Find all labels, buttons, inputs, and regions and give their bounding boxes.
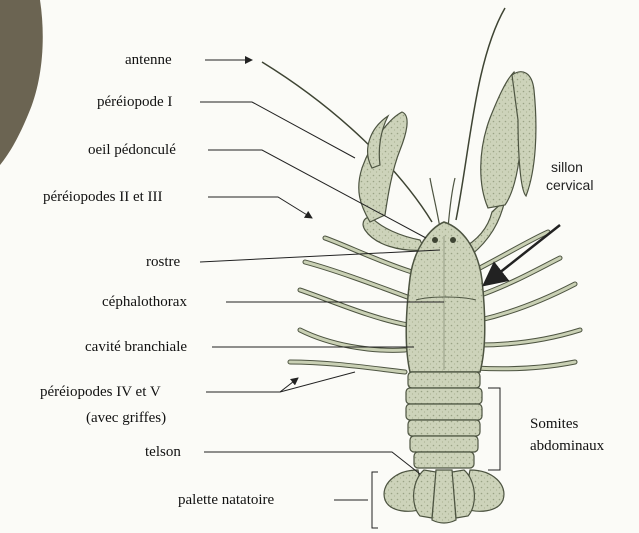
- label-somites: Somites: [530, 415, 578, 433]
- label-cavite-branchiale: cavité branchiale: [85, 338, 187, 356]
- bracket-palette: [372, 472, 378, 528]
- label-rostre: rostre: [146, 253, 180, 271]
- leader-pereiopodes-2-3: [208, 197, 312, 218]
- bracket-somites: [488, 388, 500, 470]
- label-abdominaux: abdominaux: [530, 437, 604, 455]
- label-pereiopode-1: péréiopode I: [97, 93, 172, 111]
- label-pereiopodes-4-5: péréiopodes IV et V: [40, 383, 161, 401]
- label-antenne: antenne: [125, 51, 172, 69]
- label-cephalothorax: céphalothorax: [102, 293, 187, 311]
- leader-rostre: [200, 250, 440, 262]
- label-avec-griffes: (avec griffes): [86, 409, 166, 427]
- leader-sillon: [484, 225, 560, 285]
- label-pereiopodes-2-3: péréiopodes II et III: [43, 188, 163, 206]
- label-palette-natatoire: palette natatoire: [178, 491, 274, 509]
- label-cervical: cervical: [546, 176, 593, 194]
- leader-oeil: [208, 150, 426, 238]
- label-telson: telson: [145, 443, 181, 461]
- leader-telson: [204, 452, 420, 474]
- leader-pereiopodes-4-5: [206, 378, 298, 392]
- label-sillon: sillon: [551, 158, 583, 176]
- label-oeil-pedoncule: oeil pédonculé: [88, 141, 176, 159]
